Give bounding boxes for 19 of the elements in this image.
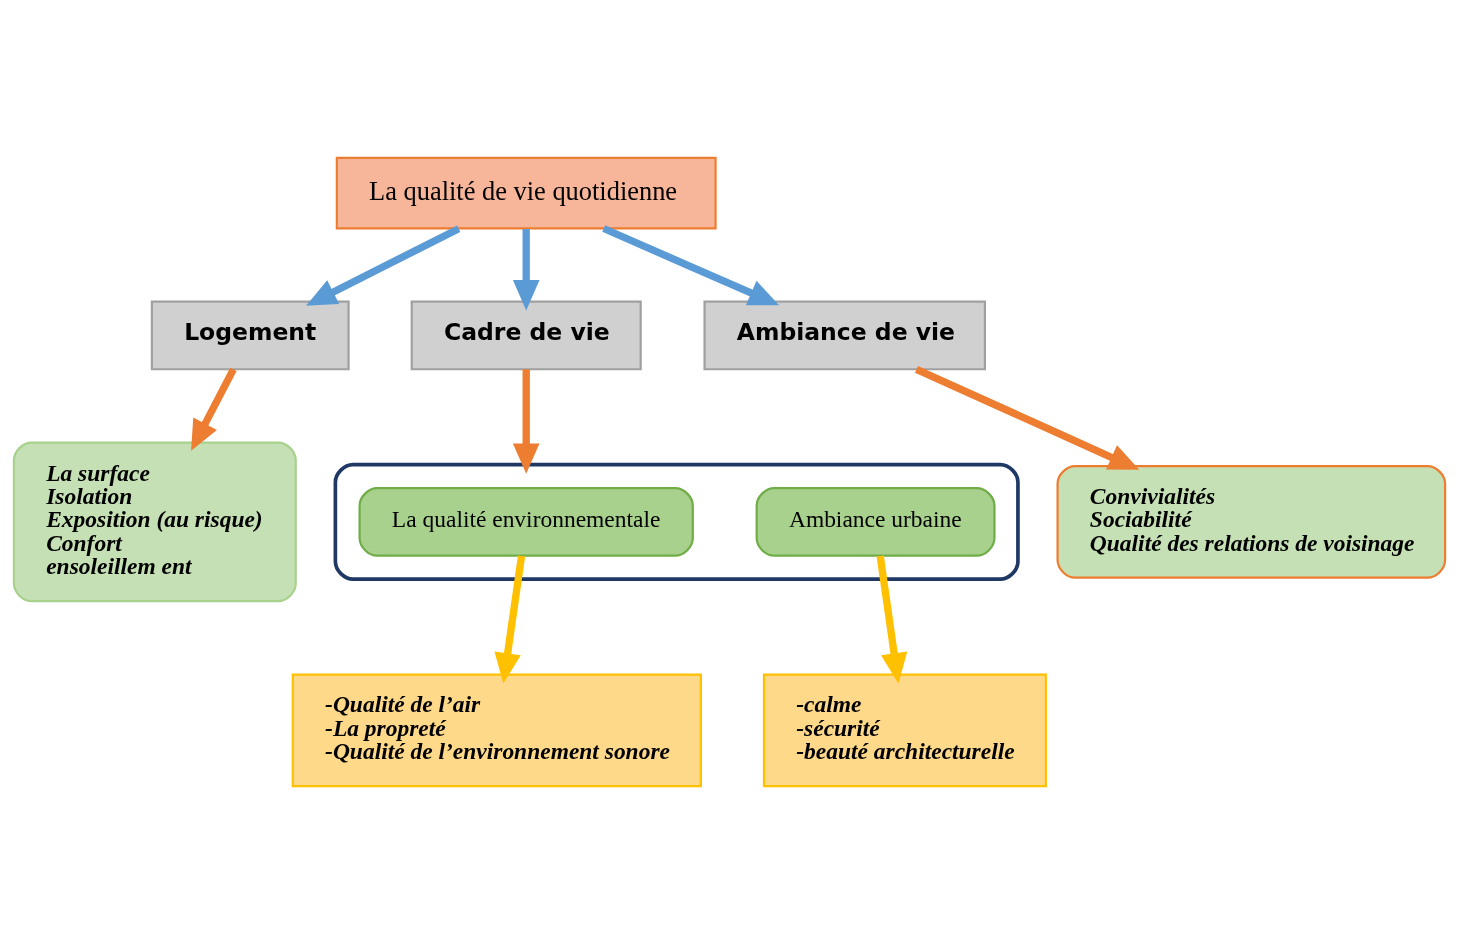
node-box: -calme -sécurité -beauté architecturelle xyxy=(762,673,1047,788)
node-box: Logement xyxy=(150,300,350,371)
node-box: Ambiance urbaine xyxy=(755,487,996,557)
node-box: La qualité de vie quotidienne xyxy=(335,156,717,230)
node-box: La qualité environnementale xyxy=(358,487,694,557)
arrow xyxy=(602,225,780,306)
arrow xyxy=(512,369,540,474)
arrow xyxy=(306,225,461,306)
arrow xyxy=(512,229,540,311)
cluster xyxy=(333,462,1020,581)
node-box: Cadre de vie xyxy=(410,300,642,371)
node-box: Ambiance de vie xyxy=(703,300,986,371)
arrow xyxy=(494,555,526,684)
arrow xyxy=(876,555,908,684)
node-box: Convivialités Sociabilité Qualité des relations de voisinage xyxy=(1056,465,1447,579)
arrow xyxy=(914,366,1140,470)
arrow xyxy=(191,367,237,451)
node-box: -Qualité de l’air -La propreté -Qualité de l’environnement sonore xyxy=(291,673,702,788)
node-box: La surface Isolation Exposition (au risque) Confort ensoleillem ent xyxy=(12,441,297,603)
